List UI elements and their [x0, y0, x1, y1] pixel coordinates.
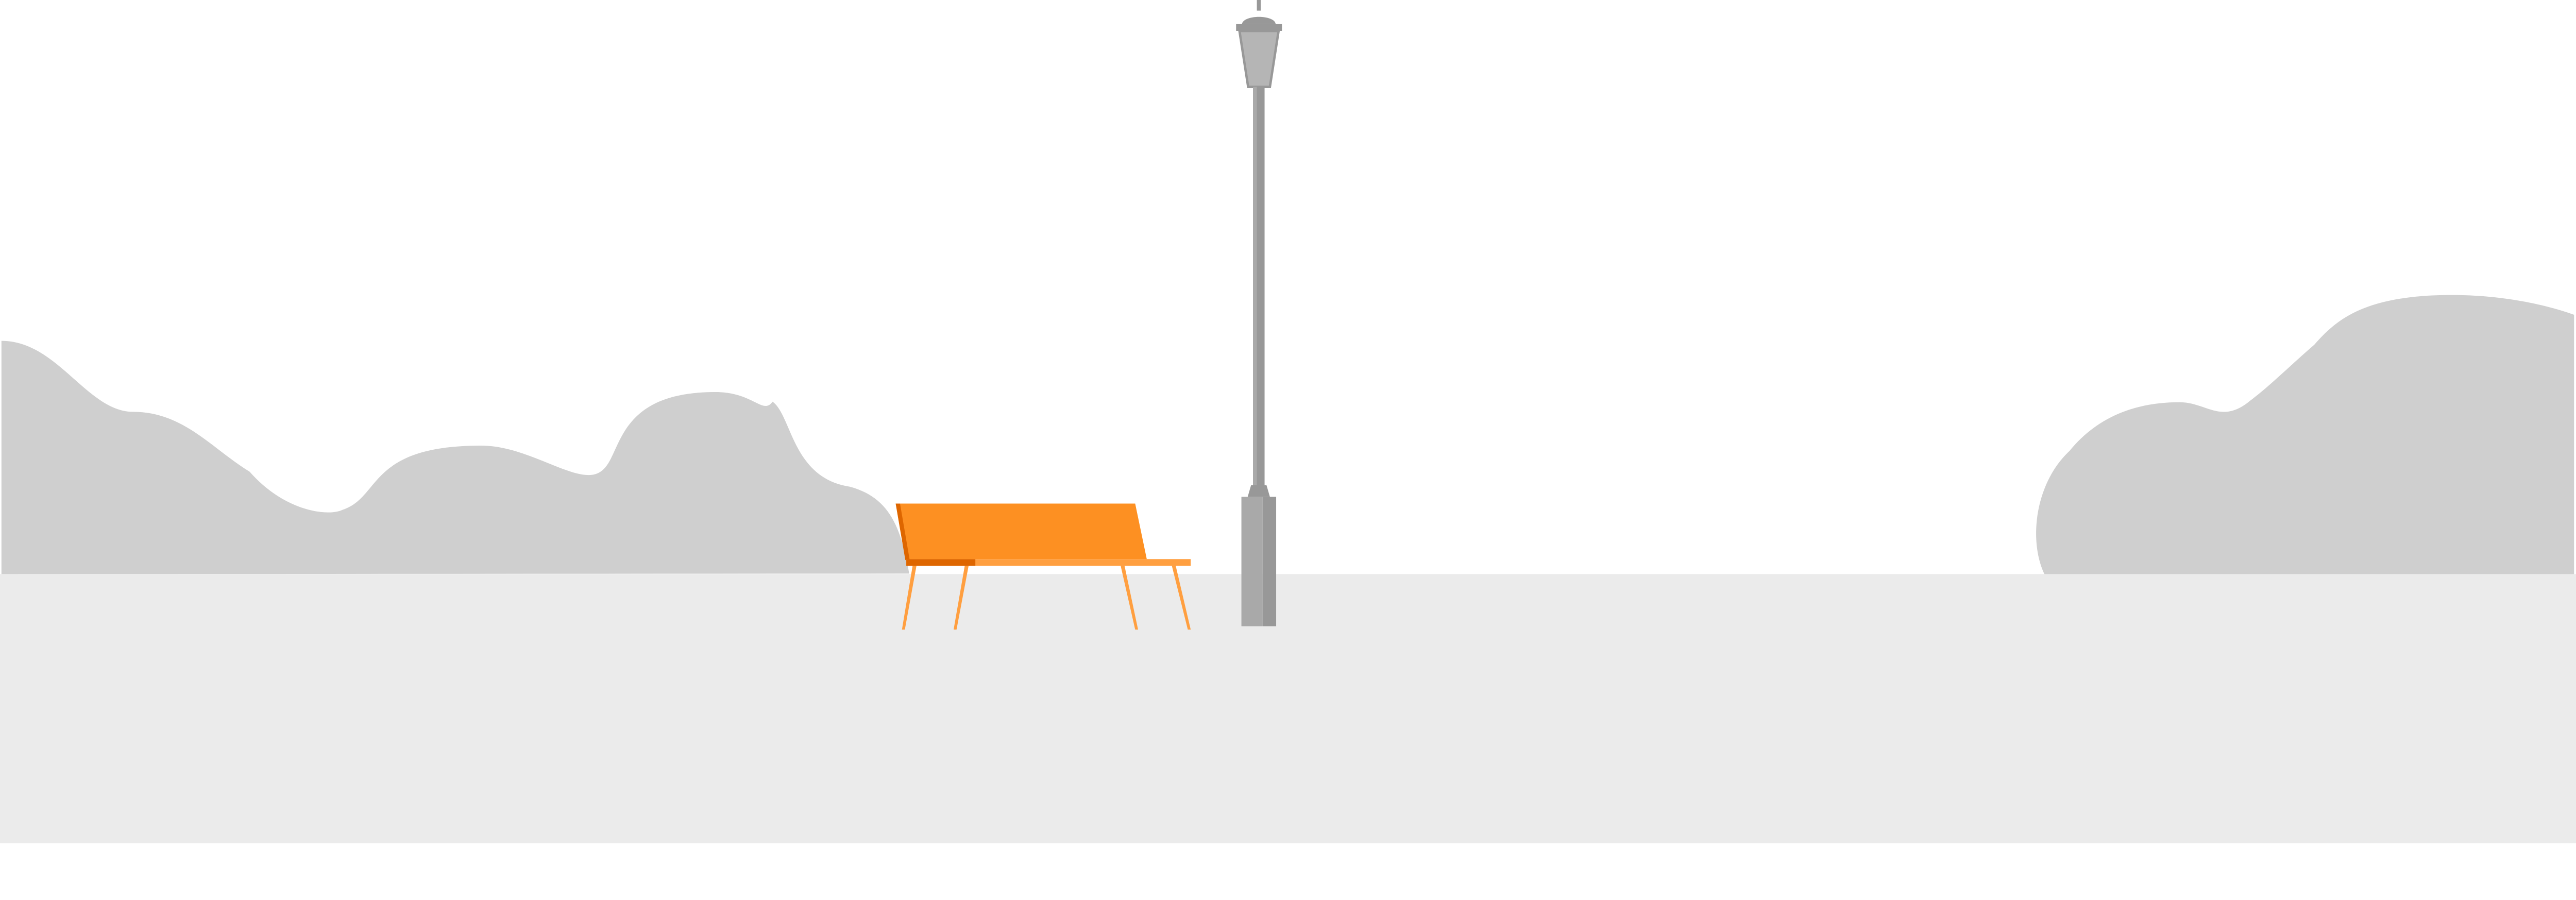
lamp-pole-highlight	[1253, 87, 1257, 488]
bench-back-edge	[895, 503, 910, 561]
lamp-cap-rim	[1236, 24, 1282, 31]
bench-leg	[902, 566, 917, 630]
bench-back	[895, 503, 1147, 559]
lamp-base	[1241, 497, 1263, 626]
lamp-base-shade	[1262, 497, 1277, 626]
bush-right-icon	[2036, 295, 2574, 576]
bench-icon	[895, 503, 1191, 630]
lamp-base-cone	[1247, 485, 1270, 497]
bench-leg	[1121, 566, 1138, 630]
bench-seat-shadow	[906, 559, 976, 566]
lamp-head	[1238, 29, 1280, 89]
bench-seat	[906, 559, 1191, 566]
park-scene	[0, 0, 2576, 844]
bench-leg	[1172, 566, 1191, 630]
bench-leg	[953, 566, 969, 630]
lamp-finial	[1257, 0, 1261, 11]
bush-left-icon	[1, 341, 909, 574]
lamp-cap	[1242, 16, 1276, 24]
ground	[0, 574, 2576, 844]
street-lamp-icon	[1236, 0, 1282, 626]
